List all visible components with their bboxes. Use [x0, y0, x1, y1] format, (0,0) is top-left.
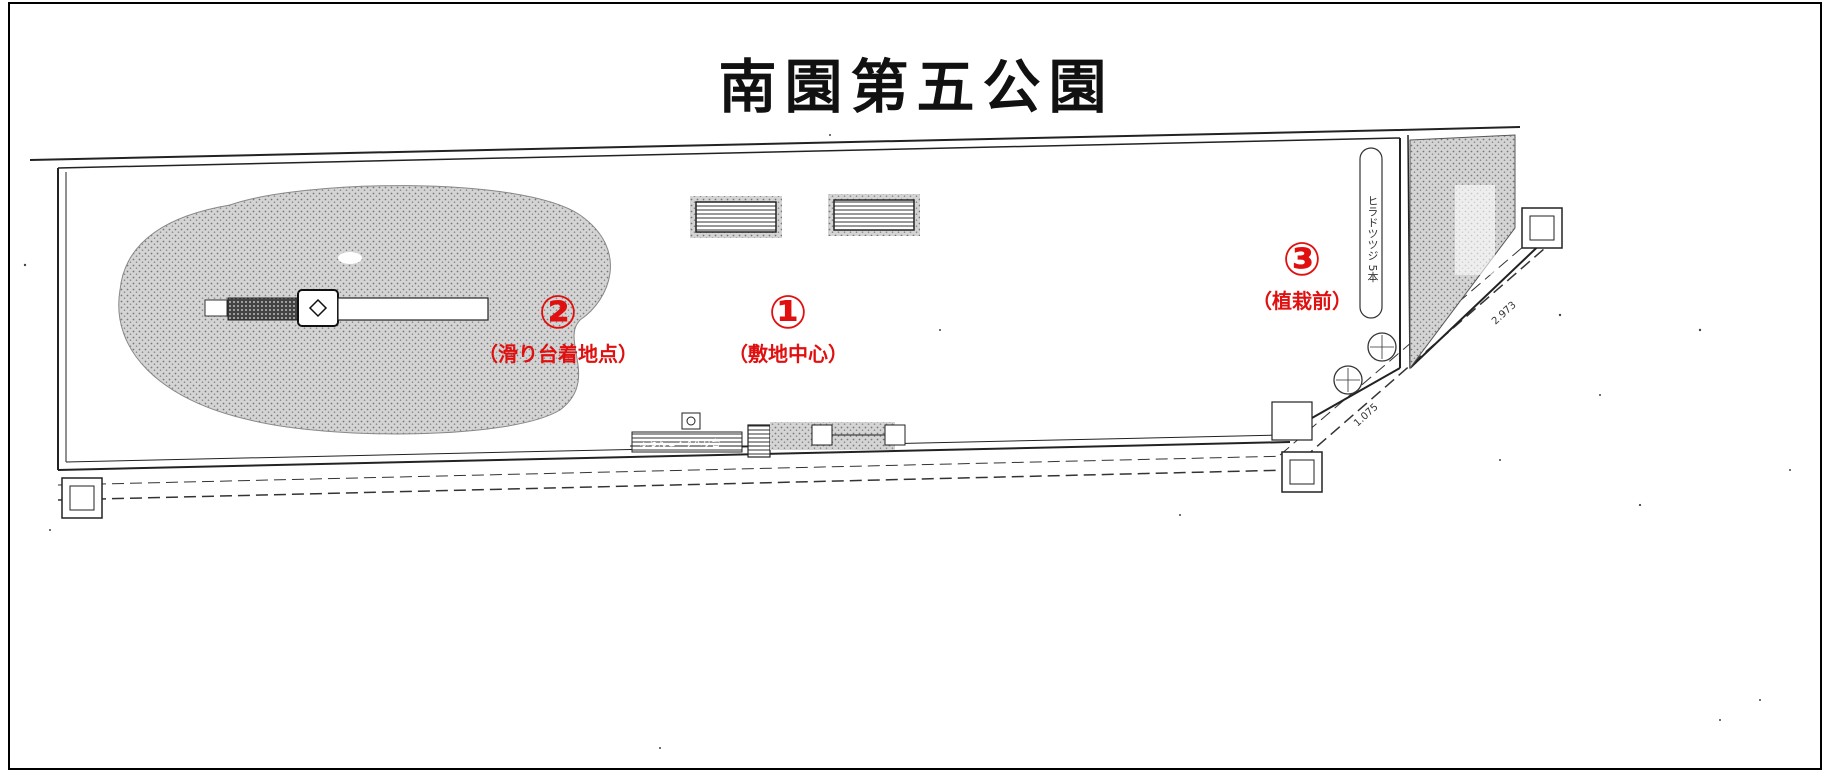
sidewalk-line-2	[1289, 234, 1561, 471]
equipment-label: ぶらんこ・すべり台	[640, 439, 721, 449]
info-board	[631, 431, 743, 453]
corner-post-sw	[61, 477, 103, 519]
south-boundary	[57, 441, 1291, 471]
corner-post-se	[1281, 451, 1323, 493]
slide-stairs	[204, 299, 228, 317]
marker-3-note: （植栽前）	[1252, 289, 1352, 313]
drinking-fountain	[681, 412, 701, 430]
map-title: 南園第五公園	[718, 53, 1115, 121]
scan-specks	[23, 134, 1791, 749]
north-boundary-outer	[29, 129, 1401, 161]
marker-1-number: ①	[768, 285, 808, 339]
marker-2-note: （滑り台着地点）	[478, 342, 638, 366]
corner-post-ne	[1521, 207, 1563, 249]
bollard-2	[884, 424, 906, 446]
marker-2-number: ②	[538, 285, 578, 339]
marker-3-number: ③	[1282, 232, 1322, 286]
marker-planting-front: ③ （植栽前）	[1252, 234, 1352, 314]
plant-label: ヒラドツツジ 5本	[1366, 195, 1379, 283]
slide-chute	[337, 297, 489, 321]
north-boundary-inner	[57, 137, 1401, 169]
bench-2	[833, 199, 915, 231]
bench-1	[695, 201, 777, 233]
marker-1-note: （敷地中心）	[728, 342, 848, 366]
marker-slide-landing: ② （滑り台着地点）	[478, 287, 638, 367]
marker-site-center: ① （敷地中心）	[728, 287, 848, 367]
bollard-1	[811, 424, 833, 446]
gate-post	[747, 424, 771, 458]
hedge-planting	[1359, 147, 1383, 319]
sidewalk-line-1	[57, 469, 1291, 501]
